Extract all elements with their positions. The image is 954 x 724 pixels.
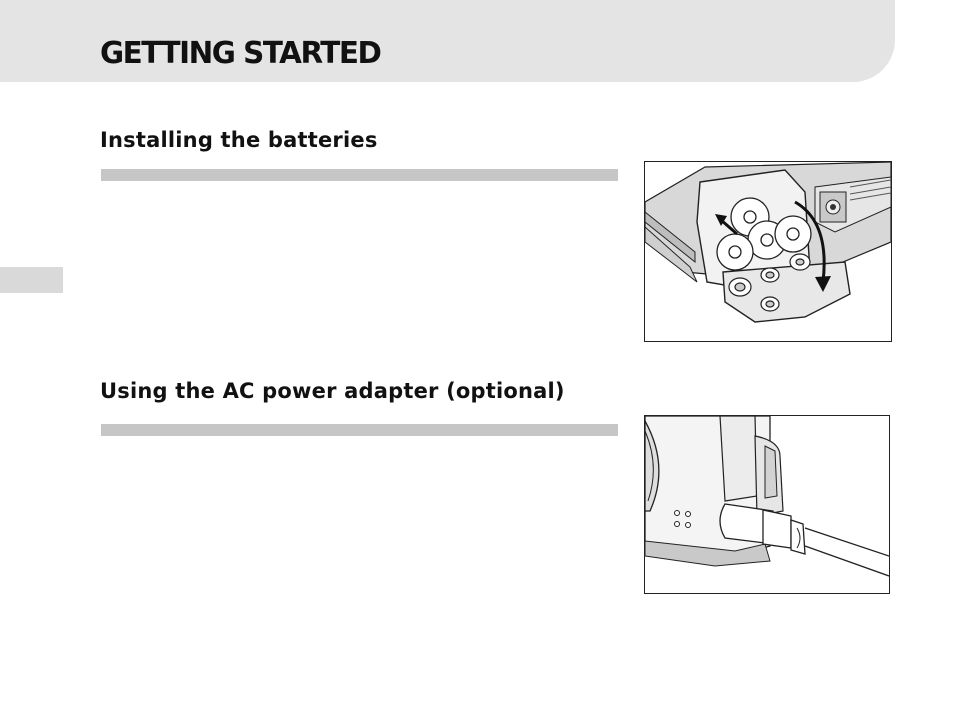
- section-rule-batteries: [101, 169, 618, 181]
- page-title: GETTING STARTED: [100, 36, 382, 71]
- side-tab: [0, 267, 63, 293]
- section-heading-ac-adapter: Using the AC power adapter (optional): [100, 379, 565, 403]
- section-rule-ac-adapter: [101, 424, 618, 436]
- section-heading-batteries: Installing the batteries: [100, 128, 378, 152]
- battery-camera-drawing: [645, 162, 891, 323]
- ac-adapter-camera-drawing: [645, 416, 889, 577]
- ac-adapter-illustration: [644, 415, 890, 594]
- battery-installation-illustration: [644, 161, 892, 342]
- header-band: [0, 0, 895, 82]
